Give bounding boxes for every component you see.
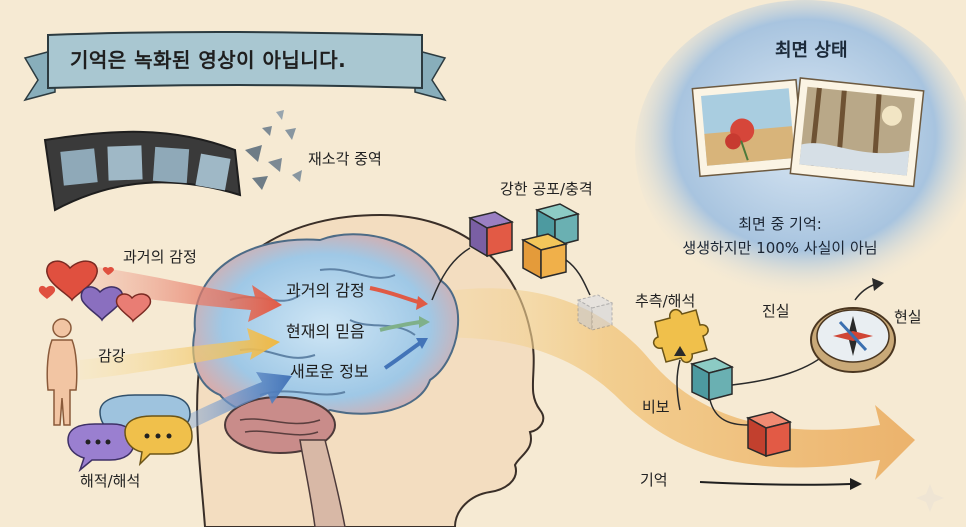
senses-arrow [80, 328, 280, 380]
film-strip-icon [43, 110, 302, 212]
hypnosis-caption: 최면 중 기억: 생생하지만 100% 사실이 아님 [650, 212, 910, 260]
inference-label: 추측/해석 [635, 292, 696, 310]
strong-fear-label: 강한 공포/충격 [500, 180, 593, 198]
past-emotion-arrow [60, 262, 282, 322]
memory-label: 기억 [640, 471, 668, 489]
brain-new-info-label: 새로운 정보 [290, 362, 369, 381]
puzzle-piece-icon [652, 308, 709, 364]
brain-current-belief-label: 현재의 믿음 [286, 322, 365, 341]
cube-icon [431, 203, 614, 331]
reality-label: 현실 [894, 308, 922, 326]
speech-bubble-icon [67, 394, 193, 473]
inner-arrow-1 [369, 286, 419, 304]
past-emotion-input-label: 과거의 감정 [123, 248, 197, 266]
inner-arrow-2 [379, 320, 421, 332]
interpretation-label: 해적/해석 [80, 472, 141, 490]
title-banner [23, 30, 447, 102]
page-title: 기억은 녹화된 영상이 아닙니다. [70, 48, 347, 72]
heart-icon [38, 260, 152, 323]
secret-label: 비보 [642, 398, 670, 416]
hypnosis-caption-line1: 최면 중 기억: [738, 215, 822, 233]
hypnosis-caption-line2: 생생하지만 100% 사실이 아님 [682, 239, 878, 257]
brain-past-emotion-label: 과거의 감정 [286, 281, 365, 300]
sparkle-icon [916, 484, 944, 512]
senses-label: 감강 [98, 347, 126, 365]
human-body-icon [46, 318, 78, 426]
brain-icon [192, 233, 460, 527]
reconsolidation-label: 재소각 중역 [308, 150, 382, 168]
cube-icon [674, 346, 831, 458]
compass-icon [810, 278, 896, 373]
truth-label: 진실 [762, 302, 790, 320]
memory-arrow [699, 478, 862, 490]
inner-arrow-3 [383, 341, 422, 370]
hypnosis-title: 최면 상태 [775, 40, 848, 61]
photo-icon [691, 77, 925, 188]
